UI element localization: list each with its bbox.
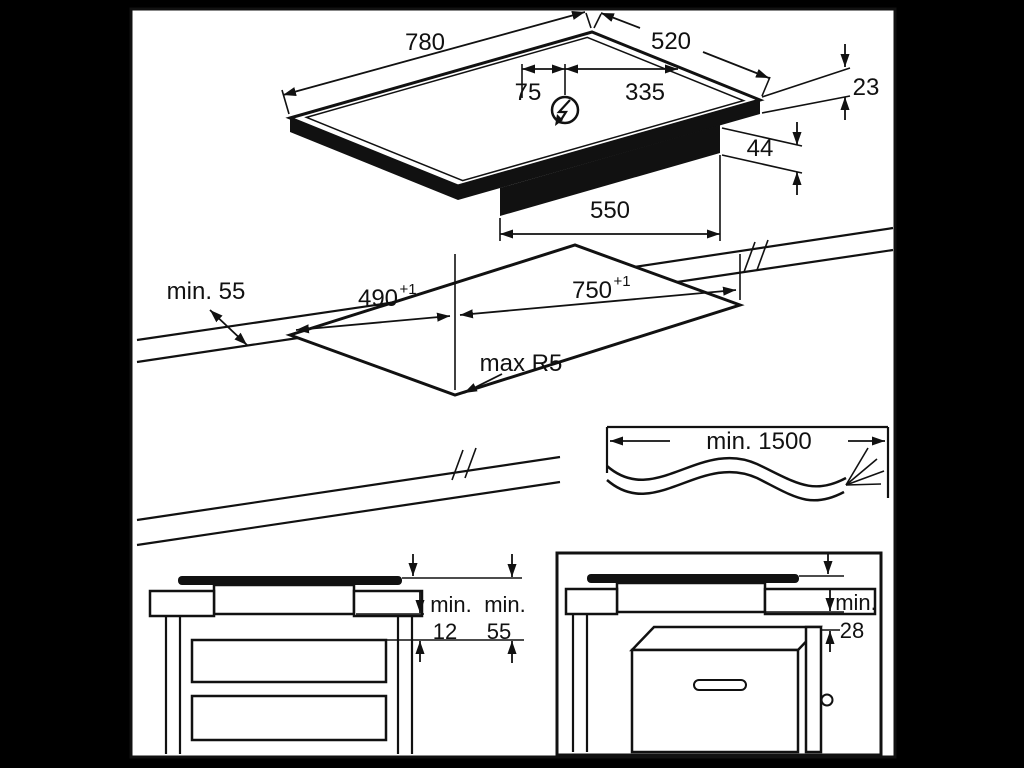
dim-min-55-line	[209, 309, 248, 346]
dim-520-extension	[593, 13, 602, 29]
cable-curve	[606, 456, 847, 488]
dim-label-min-1500: min. 1500	[706, 428, 811, 455]
worktop-section-right	[763, 587, 877, 616]
worktop-cutout-view: 490 +1 750 +1 min. 55 max R5	[136, 226, 894, 547]
dim-label-520: 520	[651, 28, 691, 55]
drawer-front	[190, 694, 388, 742]
dim-44-extension	[721, 154, 803, 174]
dim-label-max-r5: max R5	[480, 350, 563, 377]
power-connection-circle	[550, 95, 580, 125]
hob-body-section	[615, 581, 767, 614]
worktop-back-edge	[136, 336, 299, 364]
oven-front	[630, 648, 800, 754]
dim-label-490-tolerance: +1	[399, 281, 416, 298]
worktop-back-edge	[676, 248, 894, 284]
hob-edge-band-right	[458, 100, 760, 200]
power-cable-view: min. 1500	[605, 425, 890, 502]
cable-end-strand	[845, 483, 882, 486]
lightning-bolt-icon	[556, 99, 571, 124]
oven-top	[629, 625, 823, 652]
max-r5-leader	[463, 373, 503, 394]
dim-44-extension	[721, 127, 803, 147]
cable-end-strand	[845, 458, 878, 486]
drawer-installation-view: min. 12 min. 55	[148, 554, 526, 754]
dim-label-23: 23	[853, 74, 880, 101]
dim-label-min-55-value: 55	[487, 619, 511, 644]
cable-curve	[606, 470, 845, 502]
dim-label-75: 75	[515, 79, 542, 106]
oven-view-frame	[555, 551, 883, 757]
dim-label-44: 44	[747, 135, 774, 162]
worktop-back-edge	[633, 226, 894, 269]
dim-750-line	[459, 286, 737, 319]
cable-end-strand	[845, 447, 869, 486]
worktop-section-left	[148, 589, 216, 618]
cable-end-strand	[845, 470, 885, 486]
dim-520-line	[702, 51, 770, 79]
worktop-front-edge	[136, 455, 561, 522]
dim-label-min-12-prefix: min.	[430, 592, 472, 617]
dim-label-780: 780	[405, 29, 445, 56]
hob-glass-section	[587, 574, 799, 583]
cutout-outline	[285, 243, 745, 397]
lightning-bolt-tip	[555, 114, 563, 126]
dim-490-line	[295, 312, 451, 334]
dim-520-extension	[761, 76, 771, 97]
dim-780-extension	[585, 12, 592, 29]
worktop-section-right	[352, 589, 424, 618]
hob-top-view: 780 520 75 335 23 44 550	[281, 11, 880, 241]
break-mark	[464, 447, 477, 479]
drawer-front	[190, 638, 388, 684]
dim-label-min-55: min. 55	[167, 278, 246, 305]
break-mark	[451, 449, 464, 481]
dim-label-min-28-prefix: min.	[835, 590, 877, 615]
oven-knob	[820, 693, 834, 707]
oven-installation-view: min. 28	[555, 551, 883, 757]
dim-label-750-tolerance: +1	[613, 273, 630, 290]
worktop-section-left	[564, 587, 619, 616]
dim-label-min-28-value: 28	[840, 618, 864, 643]
dim-label-490: 490	[358, 285, 398, 312]
worktop-front-edge	[136, 480, 561, 547]
dim-520-line	[600, 12, 641, 29]
dim-label-550: 550	[590, 197, 630, 224]
dim-23-extension	[761, 67, 851, 98]
break-mark	[756, 239, 769, 271]
dim-label-min-12-value: 12	[433, 619, 457, 644]
dim-label-335: 335	[625, 79, 665, 106]
cabinet-side-panel	[804, 625, 823, 754]
hob-body-section	[212, 583, 356, 616]
worktop-back-edge	[136, 300, 397, 342]
dim-23-extension	[761, 95, 851, 114]
hob-glass-section	[178, 576, 402, 585]
hob-edge-band-left	[290, 118, 458, 200]
hob-casing	[500, 125, 720, 216]
dim-label-750: 750	[572, 277, 612, 304]
break-mark	[743, 241, 756, 273]
dim-780-line	[282, 11, 586, 96]
dim-label-min-55-prefix: min.	[484, 592, 526, 617]
oven-handle	[693, 679, 747, 691]
